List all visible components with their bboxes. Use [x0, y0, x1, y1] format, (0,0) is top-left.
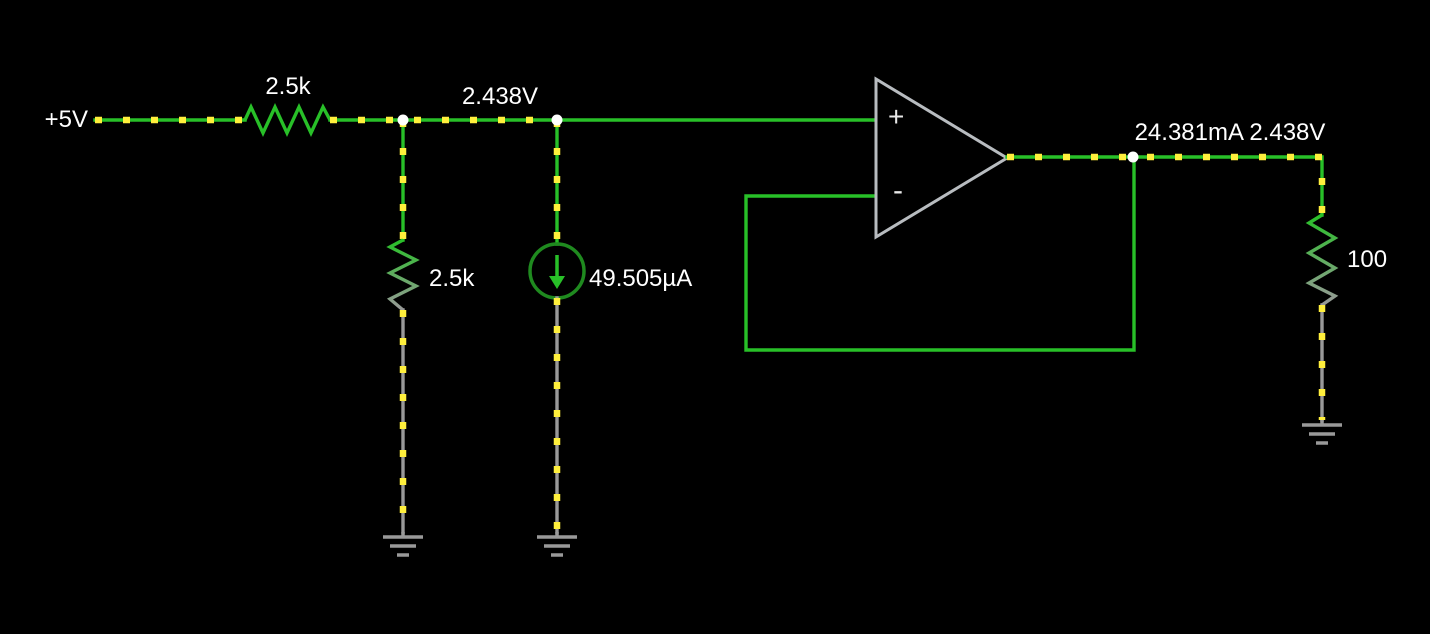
current-source-arrow-head: [549, 276, 565, 289]
opamp-triangle: [874, 76, 1010, 240]
opamp-plus-label: +: [888, 101, 905, 132]
resistor-r2-label: 2.5k: [429, 265, 475, 292]
opamp-minus-label: -: [893, 174, 903, 207]
supply-voltage-label: +5V: [44, 106, 88, 133]
node-dot-1: [397, 114, 409, 126]
resistor-r1-label: 2.5k: [265, 73, 311, 100]
resistor-r3[interactable]: [1305, 213, 1339, 307]
wire-feedback[interactable]: [744, 155, 1136, 352]
output-readout-label: 24.381mA 2.438V: [1134, 119, 1326, 146]
ground-symbol-1[interactable]: [383, 532, 423, 557]
node-voltage-label: 2.438V: [461, 83, 539, 110]
node-dot-3: [1127, 151, 1139, 163]
ground-symbol-3[interactable]: [1302, 420, 1342, 445]
current-source-label: 49.505µA: [589, 265, 693, 292]
current-dots-output: [1007, 153, 1326, 215]
resistor-r3-label: 100: [1347, 246, 1388, 273]
resistor-r2[interactable]: [386, 238, 420, 312]
current-source[interactable]: [528, 242, 586, 300]
resistor-r1[interactable]: [243, 102, 332, 138]
opamp[interactable]: [874, 76, 1010, 240]
wire-output[interactable]: [1005, 155, 1324, 217]
ground-symbol-2[interactable]: [537, 532, 577, 557]
node-dot-2: [551, 114, 563, 126]
